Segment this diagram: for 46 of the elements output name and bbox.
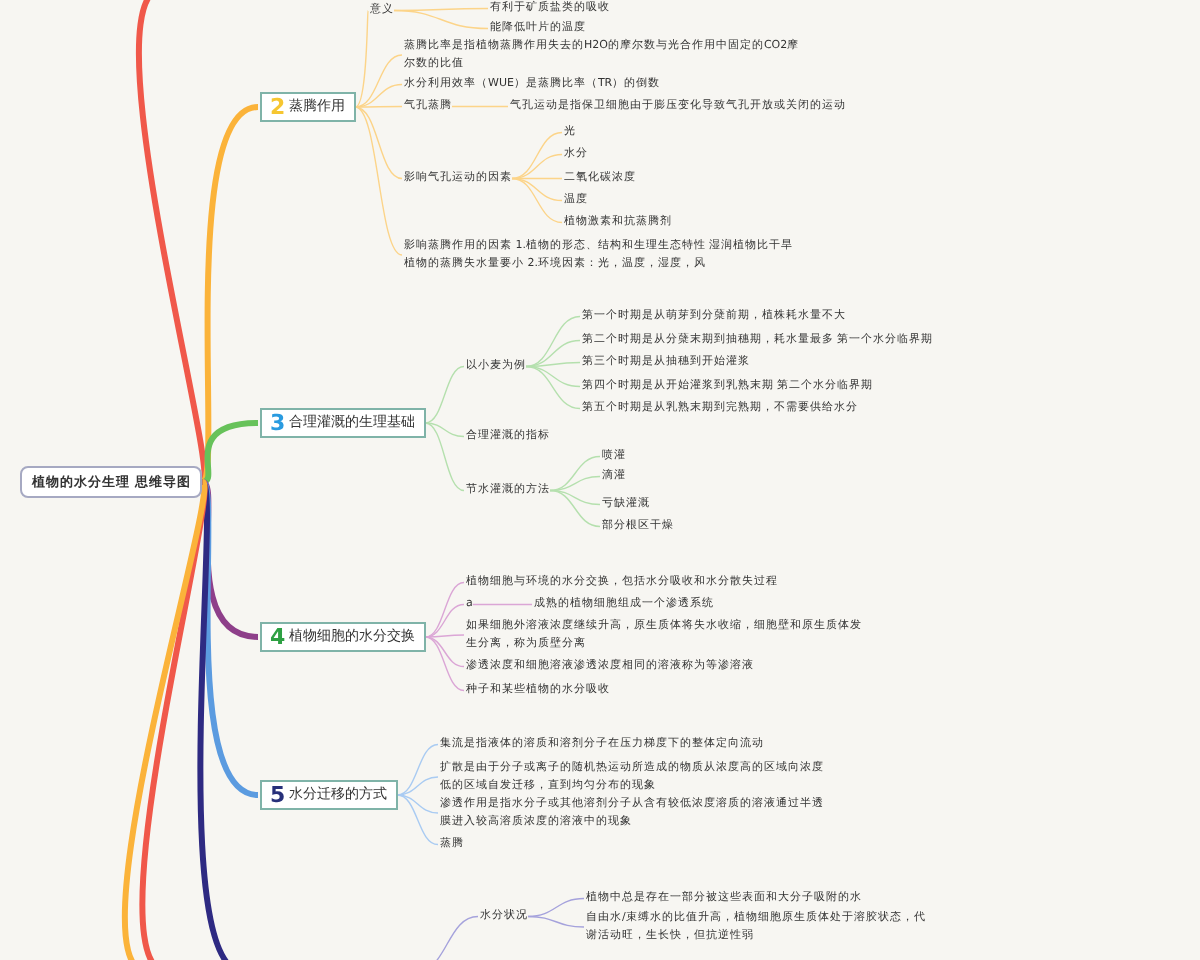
topic-number: 5 — [270, 784, 286, 806]
branch-line — [511, 177, 563, 202]
branch-line — [396, 776, 439, 796]
topic-box — [260, 92, 356, 122]
topic-box — [260, 622, 426, 652]
branch-line — [393, 9, 489, 30]
branch-line — [472, 603, 533, 606]
topic-number: 2 — [270, 96, 286, 118]
branch-line — [424, 634, 465, 638]
topic-number: 3 — [270, 412, 286, 434]
branch-line — [511, 153, 563, 180]
branch-line — [354, 9, 369, 108]
branch-line — [424, 636, 465, 668]
branch-line — [511, 177, 563, 224]
branch-line — [549, 489, 601, 528]
branch-line — [199, 104, 260, 484]
branch-line — [451, 105, 509, 108]
branch-line — [424, 581, 465, 638]
branch-line — [527, 915, 585, 928]
topic-box — [260, 780, 398, 810]
branch-line — [201, 420, 259, 485]
branch-line — [354, 105, 403, 108]
branch-line — [354, 106, 403, 256]
branch-line — [549, 489, 601, 506]
branch-line — [549, 475, 601, 492]
branch-line — [199, 480, 259, 798]
branch-line — [396, 794, 439, 814]
branch-line — [424, 422, 465, 438]
branch-line — [525, 339, 581, 368]
branch-line — [424, 365, 465, 424]
branch-line — [424, 636, 465, 692]
branch-line — [396, 794, 439, 846]
branch-line — [139, 481, 208, 960]
branch-line — [525, 365, 581, 388]
branch-line — [424, 603, 465, 638]
branch-line — [396, 743, 439, 796]
branch-line — [354, 106, 403, 180]
branch-line — [511, 131, 563, 180]
topic-box — [260, 408, 426, 438]
branch-line — [354, 54, 403, 108]
branch-line — [424, 422, 465, 492]
branch-line — [525, 365, 581, 410]
branch-line — [525, 315, 581, 368]
branch-line — [122, 481, 207, 960]
branch-line — [527, 897, 585, 918]
topic-number: 4 — [270, 626, 286, 648]
